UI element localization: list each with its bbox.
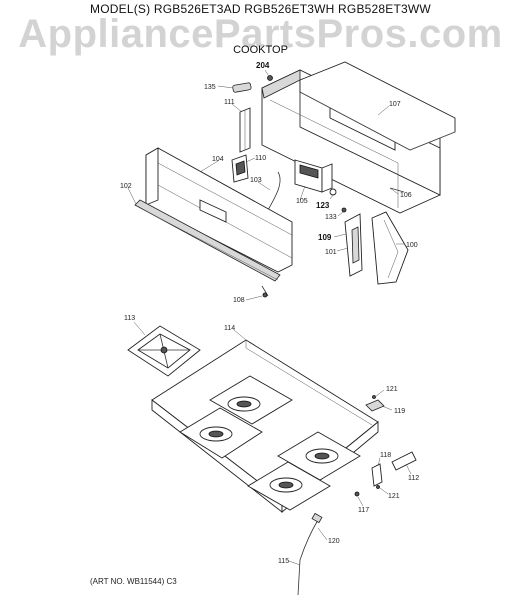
part-label-133: 133 <box>325 214 337 221</box>
leader-lines <box>127 69 412 566</box>
art-number: (ART NO. WB11544) C3 <box>90 577 177 586</box>
knob-123 <box>329 188 337 196</box>
part-label-112: 112 <box>408 475 419 482</box>
part-label-109: 109 <box>318 233 332 242</box>
part-label-135: 135 <box>204 84 216 91</box>
part-label-118: 118 <box>380 452 391 459</box>
burner-grate-113 <box>127 325 201 377</box>
part-label-121-top: 121 <box>386 386 398 393</box>
part-label-107: 107 <box>389 101 401 108</box>
part-label-104: 104 <box>212 156 224 163</box>
switch-110 <box>231 154 249 183</box>
part-label-103: 103 <box>250 177 262 184</box>
part-label-117: 117 <box>358 507 369 514</box>
support-rod-115 <box>297 512 323 596</box>
part-label-113: 113 <box>124 315 135 322</box>
part-label-114: 114 <box>224 325 235 332</box>
part-label-101: 101 <box>325 249 337 256</box>
wire-103 <box>267 171 281 211</box>
end-bracket-101 <box>344 213 363 277</box>
model-header: MODEL(S) RGB526ET3AD RGB526ET3WH RGB528E… <box>90 2 431 16</box>
part-label-204: 204 <box>256 61 270 70</box>
part-label-120: 120 <box>328 538 340 545</box>
control-panel-104 <box>145 147 293 273</box>
panel-106 <box>389 187 405 193</box>
side-trim-100 <box>371 211 409 285</box>
part-label-123: 123 <box>316 201 330 210</box>
watermark-text: AppliancePartsPros.com <box>18 12 503 56</box>
part-label-105: 105 <box>296 198 308 205</box>
part-label-106: 106 <box>400 192 412 199</box>
part-label-110: 110 <box>255 155 266 162</box>
part-133 <box>341 207 347 213</box>
section-title: COOKTOP <box>233 44 288 56</box>
part-label-111: 111 <box>224 99 235 106</box>
bracket-111 <box>239 107 251 153</box>
part-label-100: 100 <box>406 242 418 249</box>
part-label-121-bottom: 121 <box>388 493 400 500</box>
part-label-115: 115 <box>278 558 289 565</box>
part-label-108: 108 <box>233 297 245 304</box>
part-labels: 204 135 111 107 104 110 102 103 105 123 … <box>120 61 419 565</box>
hinge-118 <box>371 463 383 489</box>
part-label-119: 119 <box>394 408 405 415</box>
screw-108 <box>261 285 269 298</box>
clip-135 <box>232 82 252 93</box>
bracket-119 <box>365 395 385 412</box>
part-label-102: 102 <box>120 183 132 190</box>
clock-module-105 <box>294 159 333 193</box>
part-117 <box>354 491 360 497</box>
trim-strip-102 <box>134 199 281 282</box>
cooktop-main-114 <box>151 339 379 513</box>
part-112 <box>391 451 417 471</box>
top-trim-cap <box>299 61 456 151</box>
